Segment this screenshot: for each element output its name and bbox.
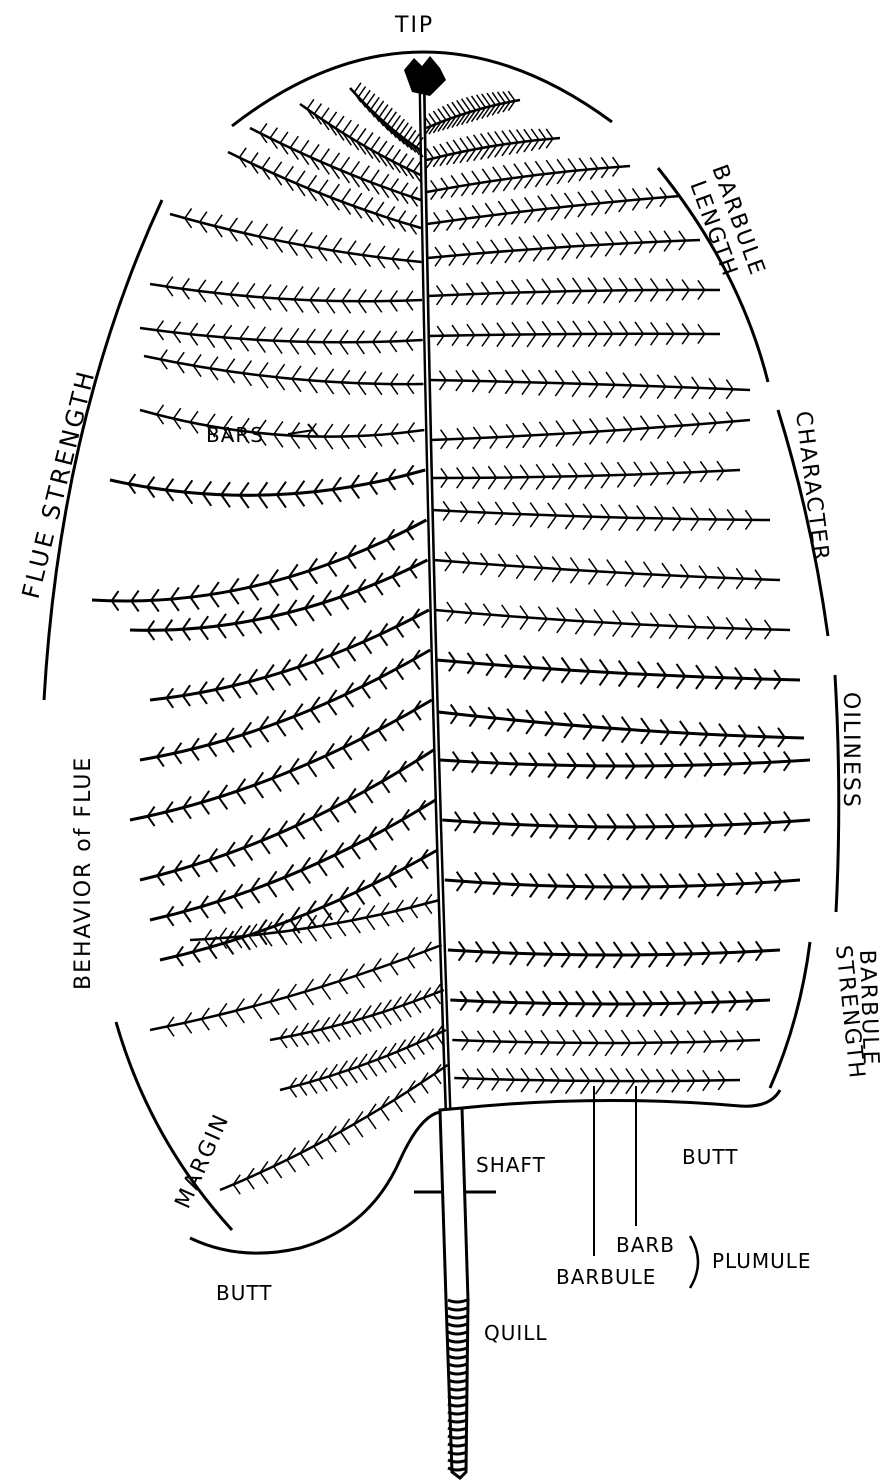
- right-barb: [454, 1068, 740, 1094]
- right-barb: [435, 602, 790, 639]
- right-barb: [436, 652, 800, 689]
- right-barb: [440, 752, 810, 779]
- right-barb: [428, 278, 720, 305]
- left-barb: [92, 520, 426, 612]
- right-barb: [450, 991, 770, 1017]
- right-barb: [448, 941, 780, 968]
- shaft-label: SHAFT: [476, 1153, 546, 1177]
- left-barb: [140, 750, 434, 885]
- left-barb: [150, 609, 429, 708]
- bars-label: BARS: [206, 423, 264, 447]
- right-barb: [429, 321, 720, 347]
- butt-right-label: BUTT: [682, 1145, 738, 1169]
- left-barb: [350, 83, 423, 157]
- right-barb: [427, 231, 700, 266]
- right-barb: [432, 501, 770, 531]
- right-barb: [438, 705, 804, 748]
- left-barb: [280, 1025, 446, 1097]
- barbule-strength-bracket: [770, 942, 810, 1088]
- left-barb: [140, 321, 423, 355]
- butt-outline-right: [462, 1090, 780, 1108]
- left-barb: [110, 465, 425, 508]
- right-barb: [426, 129, 560, 168]
- behavior-of-flue-label: BEHAVIOR of FLUE: [71, 756, 96, 990]
- left-vane: [92, 83, 448, 1194]
- tip-label: TIP: [394, 13, 434, 38]
- right-barb: [431, 461, 740, 489]
- butt-left-label: BUTT: [216, 1281, 272, 1305]
- tip-cluster: [404, 56, 446, 96]
- right-barb: [431, 412, 750, 449]
- right-barb: [427, 157, 630, 200]
- right-barb: [442, 812, 810, 840]
- right-barb: [433, 552, 780, 589]
- character-label: CHARACTER: [790, 410, 833, 564]
- bars-pointer: [288, 424, 318, 436]
- barbule-label: BARBULE: [556, 1265, 656, 1289]
- right-barb: [427, 187, 680, 231]
- right-barb: [424, 91, 520, 135]
- left-barb: [150, 277, 422, 314]
- quill-label: QUILL: [484, 1321, 548, 1345]
- flue-strength-label: FLUE STRENGTH: [17, 366, 101, 601]
- right-barb: [445, 872, 800, 900]
- rachis: [422, 82, 448, 1110]
- right-barb: [452, 1030, 760, 1056]
- left-barb: [144, 350, 423, 395]
- left-barb: [150, 942, 442, 1036]
- left-barb: [140, 405, 424, 449]
- left-barb: [130, 700, 432, 826]
- right-barb: [429, 370, 750, 399]
- plumule-label: PLUMULE: [712, 1249, 812, 1273]
- oiliness-label: OILINESS: [838, 692, 863, 809]
- barb-label: BARB: [616, 1233, 675, 1257]
- plumule-brace: [690, 1236, 698, 1288]
